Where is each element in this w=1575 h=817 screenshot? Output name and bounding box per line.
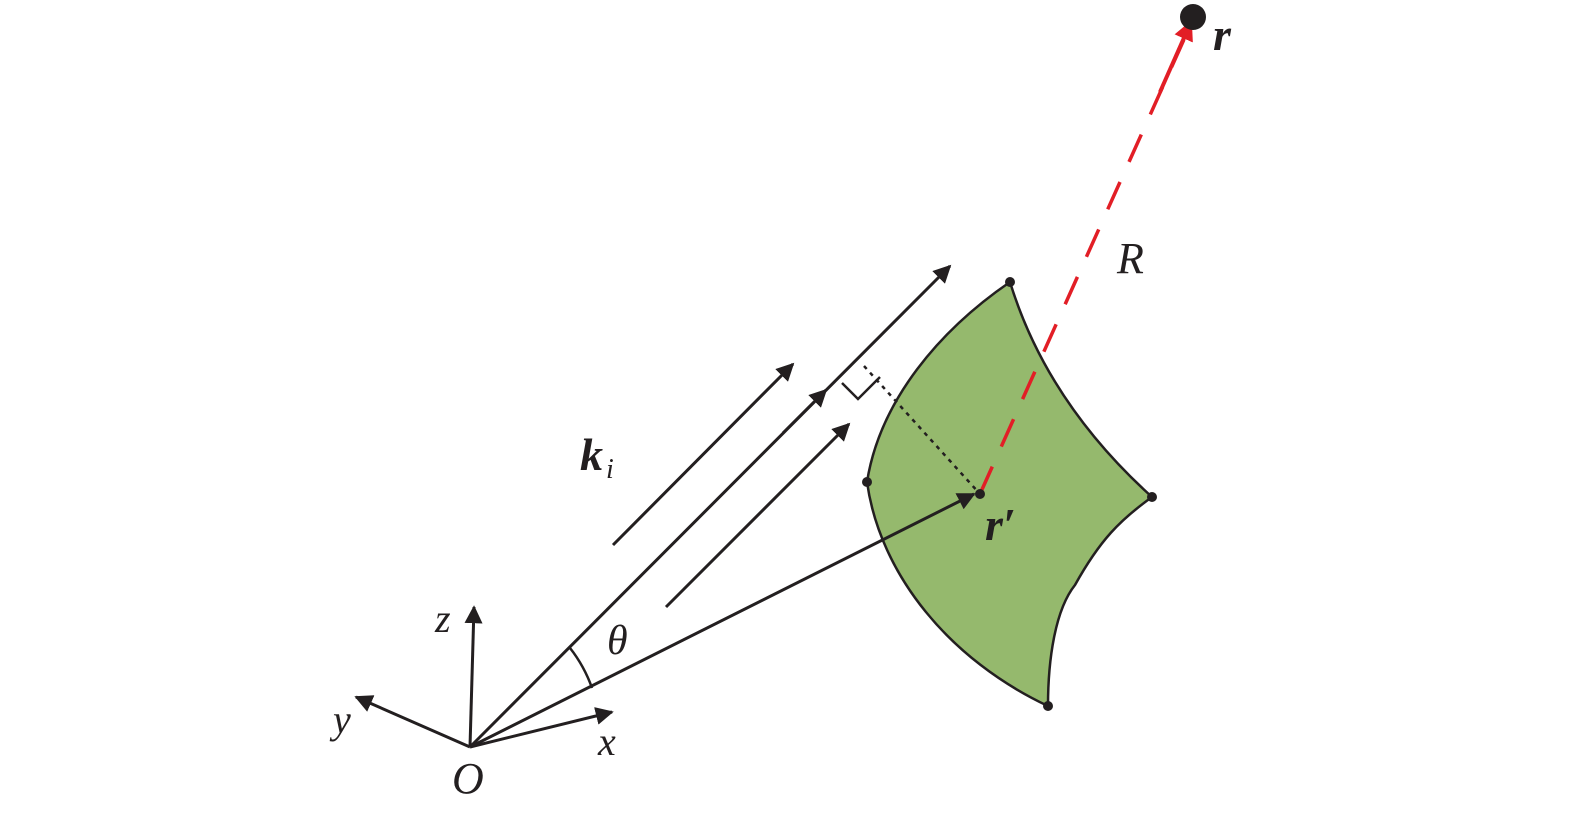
angle-theta-label: θ [607,618,628,664]
angle-theta-arc [569,647,594,689]
incident-ray-lower [664,422,851,609]
axis-z-label: z [434,596,451,641]
origin-label: O [452,754,484,803]
axis-y-label: y [329,697,351,742]
observation-point-label: r [1213,9,1232,60]
observation-ray-R [978,25,1192,495]
axis-y-arrow [354,695,471,749]
source-point-dot [975,489,985,499]
incident-ray-upper [611,362,795,547]
surface-vertex-top [1005,277,1015,287]
wave-vector-main: k [580,429,603,480]
right-angle-marker [841,376,881,401]
projection-dotted-line [863,365,981,495]
incident-ray-middle-arrow [781,388,828,435]
axis-x-arrow [469,707,614,749]
axis-x-label: x [597,719,616,764]
surface-vertex-bottom [1043,701,1053,711]
incident-ray-main [468,264,952,749]
distance-R-label: R [1116,234,1144,283]
wave-vector-subscript: i [606,454,614,485]
wave-vector-label: k [580,429,603,480]
scattering-surface-patch [865,280,1154,708]
source-point-label: r′ [985,499,1016,550]
position-vector-r-prime [469,492,976,749]
surface-vertex-left [862,477,872,487]
axis-z-arrow [464,605,483,748]
observation-ray-arrowhead [1158,20,1193,93]
surface-vertex-right [1147,492,1157,502]
observation-point-dot [1180,4,1206,30]
